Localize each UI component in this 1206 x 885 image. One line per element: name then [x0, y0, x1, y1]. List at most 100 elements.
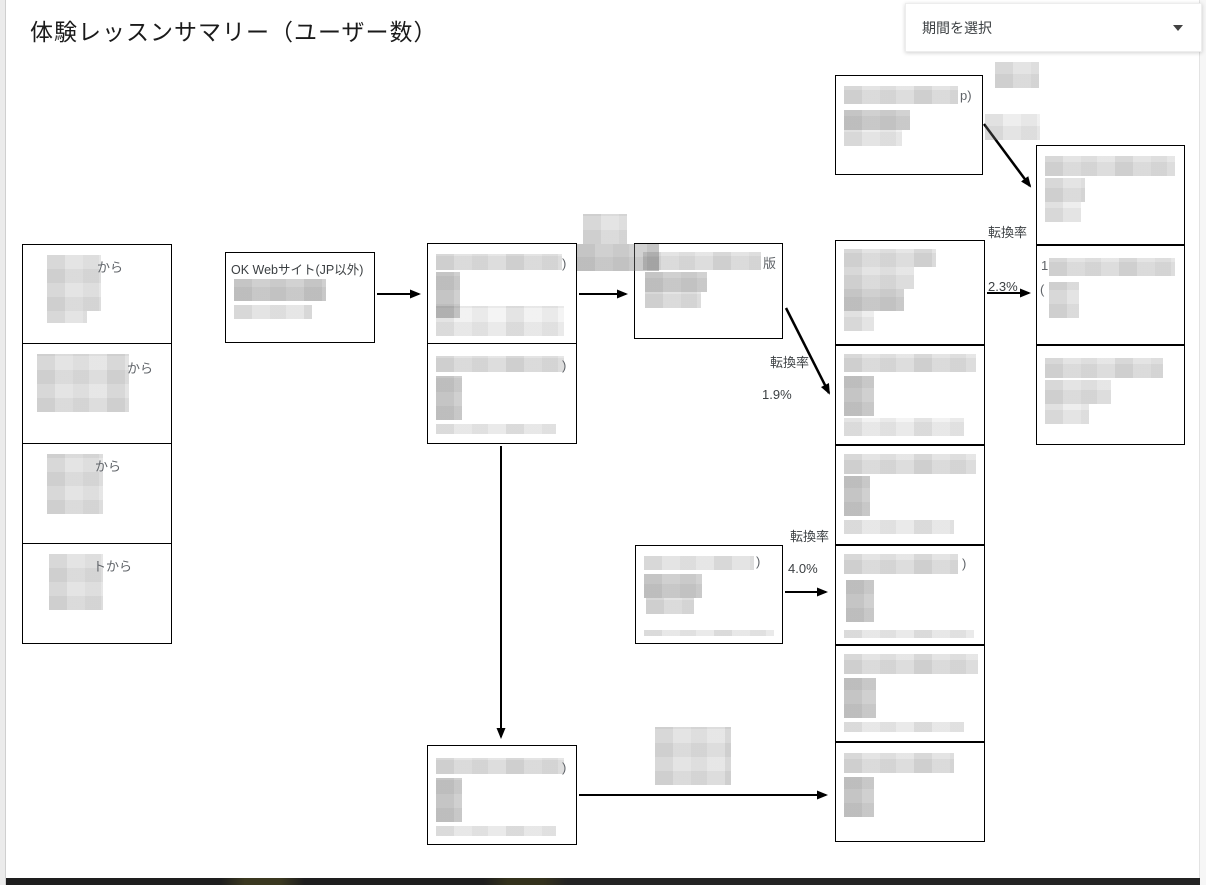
redacted-value-block	[1049, 282, 1079, 318]
redacted-text-block	[234, 305, 312, 319]
flow-node-version: 版	[634, 243, 783, 339]
redacted-value-block	[844, 678, 876, 718]
redacted-value-block	[234, 279, 326, 301]
flow-node-source-1: から	[22, 244, 172, 344]
flow-node-mid-1: )	[427, 243, 577, 344]
conversion-rate-top: 転換率 2.3%	[988, 222, 1027, 294]
redacted-text-block	[844, 520, 954, 534]
flow-node-source-4: トから	[22, 543, 172, 644]
redacted-patch	[583, 214, 627, 244]
conversion-rate-low: 転換率 4.0%	[788, 526, 830, 576]
redacted-text-block	[436, 424, 556, 434]
redacted-title-block	[844, 454, 976, 474]
flow-node-ok-website: OK Webサイト(JP以外)	[225, 252, 375, 343]
redacted-patch	[577, 244, 659, 271]
flow-node-form: )	[635, 545, 783, 644]
redacted-text-block	[49, 554, 103, 610]
node-text-fragment: から	[97, 260, 124, 275]
flow-node-right-5	[835, 645, 985, 742]
redacted-title-block	[844, 249, 936, 267]
redacted-value-block	[844, 376, 874, 416]
redacted-text-block	[436, 826, 556, 836]
redacted-text-block	[844, 722, 964, 732]
redacted-value-block	[844, 777, 874, 817]
flow-node-right-3	[835, 445, 985, 545]
conversion-rate-mid: 転換率 1.9%	[762, 352, 810, 402]
node-title: OK Webサイト(JP以外)	[231, 263, 364, 277]
redacted-title-block	[1045, 358, 1163, 378]
redacted-value-block	[844, 476, 870, 516]
flow-node-mid-2: )	[427, 343, 577, 444]
flow-node-right-2	[835, 345, 985, 445]
redacted-text-block	[844, 267, 914, 289]
page-left-gutter	[0, 0, 6, 885]
redacted-title-block	[436, 356, 564, 372]
redacted-text-block	[47, 255, 101, 311]
flow-node-right-4: )	[835, 545, 985, 645]
redacted-text-block	[645, 292, 701, 308]
redacted-text-block	[1045, 202, 1081, 222]
scrollbar-track[interactable]	[1199, 0, 1206, 885]
node-text-fragment: トから	[93, 559, 133, 574]
redacted-patch	[995, 62, 1039, 88]
redacted-value-block	[436, 778, 462, 822]
redacted-title-block	[644, 556, 754, 570]
redacted-text-block	[646, 598, 694, 614]
flow-node-right-6	[835, 742, 985, 842]
redacted-title-block	[844, 354, 976, 372]
redacted-title-block	[643, 252, 761, 270]
flow-node-source-3: から	[22, 443, 172, 544]
redacted-title-block	[1045, 156, 1175, 176]
period-selector-dropdown[interactable]: 期間を選択	[905, 3, 1202, 52]
node-text-fragment: 版	[763, 256, 777, 271]
conversion-rate-mid-label: 転換率	[770, 355, 810, 370]
redacted-text-block	[47, 454, 103, 514]
redacted-text-block	[644, 630, 774, 636]
flow-node-source-2: から	[22, 343, 172, 444]
flow-node-top: p)	[835, 75, 983, 175]
redacted-title-block	[1049, 258, 1175, 276]
redacted-text-block	[1045, 404, 1089, 424]
flow-node-mid-bottom: )	[427, 745, 577, 845]
period-selector-label: 期間を選択	[922, 19, 992, 36]
redacted-value-block	[844, 289, 904, 311]
flow-node-far-3	[1036, 345, 1185, 445]
redacted-title-block	[844, 654, 978, 674]
redacted-value-block	[436, 272, 460, 318]
next-section-strip	[6, 878, 1200, 885]
redacted-title-block	[844, 753, 954, 773]
node-text-fragment: から	[127, 361, 154, 376]
node-text-fragment: 1	[1041, 258, 1049, 273]
redacted-text-block	[37, 354, 129, 412]
redacted-value-block	[645, 272, 707, 292]
conversion-rate-top-value: 2.3%	[988, 279, 1018, 294]
node-text-fragment: )	[962, 556, 967, 571]
node-text-fragment: )	[756, 554, 761, 569]
redacted-title-block	[436, 758, 564, 774]
redacted-value-block	[1045, 178, 1085, 202]
redacted-title-block	[436, 254, 562, 270]
redacted-title-block	[844, 554, 958, 574]
redacted-text-block	[844, 630, 974, 638]
node-text-fragment: )	[562, 256, 567, 271]
redacted-value-block	[1045, 380, 1111, 404]
flow-node-far-2: 1 (	[1036, 245, 1185, 345]
node-text-fragment: から	[95, 459, 122, 474]
redacted-text-block	[844, 418, 964, 436]
node-text-fragment: )	[562, 760, 567, 775]
conversion-rate-low-value: 4.0%	[788, 561, 818, 576]
redacted-patch	[655, 727, 731, 785]
conversion-rate-top-label: 転換率	[988, 225, 1028, 240]
redacted-text-block	[844, 311, 874, 331]
node-text-fragment: (	[1040, 282, 1045, 297]
flow-node-far-1	[1036, 145, 1185, 245]
redacted-value-block	[846, 580, 874, 622]
redacted-text-block	[47, 311, 87, 323]
conversion-rate-low-label: 転換率	[790, 529, 830, 544]
redacted-value-block	[436, 376, 462, 420]
node-text-fragment: p)	[960, 88, 972, 103]
node-text-fragment: )	[562, 358, 567, 373]
redacted-patch	[985, 114, 1040, 140]
flow-node-right-1	[835, 240, 985, 345]
